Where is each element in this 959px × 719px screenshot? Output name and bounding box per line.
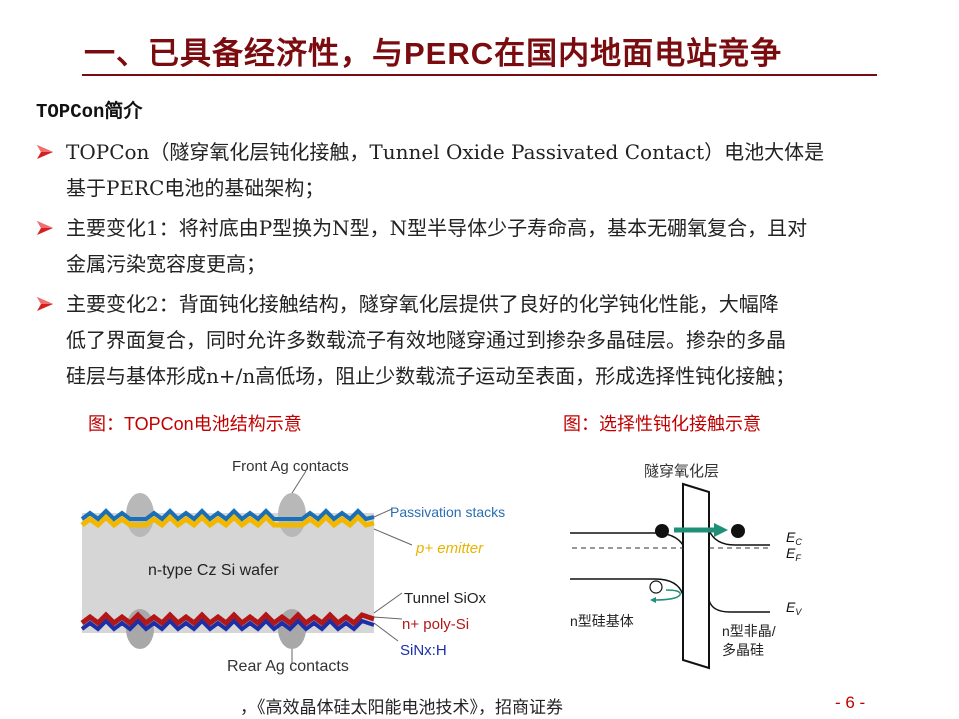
label-sinx: SiNx:H (400, 642, 447, 659)
band-diagram: 隧穿氧化层 EC EF EV n型硅基体 n型非晶/ 多晶硅 (570, 463, 802, 670)
wafer-body (82, 513, 374, 633)
bullet-line: 主要变化1：将衬底由P型换为N型，N型半导体少子寿命高，基本无硼氧复合，且对 (66, 216, 808, 240)
label-oxide: 隧穿氧化层 (644, 463, 719, 480)
bullet-item: TOPCon（隧穿氧化层钝化接触，Tunnel Oxide Passivated… (36, 134, 926, 206)
source-footnote: ，《高效晶体硅太阳能电池技术》，招商证券 (240, 698, 563, 718)
figure-caption-right: 图：选择性钝化接触示意 (563, 414, 761, 434)
bullet-line: 低了界面复合，同时允许多数载流子有效地隧穿通过到掺杂多晶硅层。掺杂的多晶 (66, 328, 786, 352)
page-title: 一、已具备经济性，与PERC在国内地面电站竞争 (84, 36, 783, 71)
label-poly-line1: n型非晶/ (722, 623, 776, 639)
figure-caption-left: 图：TOPCon电池结构示意 (88, 414, 302, 434)
sinx-layer (80, 618, 375, 632)
arrow-bullet-icon (37, 221, 53, 235)
bullet-list: TOPCon（隧穿氧化层钝化接触，Tunnel Oxide Passivated… (36, 134, 926, 398)
topcon-structure-diagram: Front Ag contacts Passivation stacks p+ … (80, 458, 505, 675)
bullet-line: 硅层与基体形成n+/n高低场，阻止少数载流子运动至表面，形成选择性钝化接触； (66, 364, 796, 388)
label-emitter: p+ emitter (415, 540, 484, 557)
title-underline (82, 74, 877, 76)
bullet-item: 主要变化2：背面钝化接触结构，隧穿氧化层提供了良好的化学钝化性能，大幅降 低了界… (36, 286, 926, 394)
page-number: - 6 - (835, 693, 866, 712)
label-ev: EV (786, 599, 802, 617)
section-heading: TOPCon简介 (36, 101, 143, 123)
label-tunnel: Tunnel SiOx (404, 590, 486, 607)
bullet-item: 主要变化1：将衬底由P型换为N型，N型半导体少子寿命高，基本无硼氧复合，且对 金… (36, 210, 926, 282)
hole-circle (649, 580, 663, 594)
label-rear-contacts: Rear Ag contacts (227, 658, 349, 675)
bullet-line: TOPCon（隧穿氧化层钝化接触，Tunnel Oxide Passivated… (66, 140, 825, 164)
label-ef: EF (786, 545, 801, 563)
bullet-line: 主要变化2：背面钝化接触结构，隧穿氧化层提供了良好的化学钝化性能，大幅降 (66, 292, 779, 316)
label-poly-line2: 多晶硅 (722, 642, 764, 658)
front-contact (278, 493, 306, 537)
label-wafer: n-type Cz Si wafer (148, 562, 279, 579)
label-poly: n+ poly-Si (402, 616, 469, 633)
bullet-line: 金属污染宽容度更高； (66, 252, 266, 276)
passivation-layer (80, 508, 375, 522)
label-passivation: Passivation stacks (390, 504, 505, 520)
label-front-contacts: Front Ag contacts (232, 458, 349, 475)
electron-dot (655, 524, 669, 538)
label-ec: EC (786, 529, 802, 547)
reflect-arrow (653, 589, 681, 601)
oxide-barrier (682, 482, 710, 670)
arrow-head-icon (714, 523, 728, 537)
label-substrate: n型硅基体 (570, 613, 634, 629)
arrow-bullet-icon (37, 145, 53, 159)
bullet-line: 基于PERC电池的基础架构； (66, 176, 325, 200)
emitter-layer (80, 513, 375, 529)
poly-si-layer (80, 611, 375, 627)
arrow-bullet-icon (37, 297, 53, 311)
electron-dot (731, 524, 745, 538)
